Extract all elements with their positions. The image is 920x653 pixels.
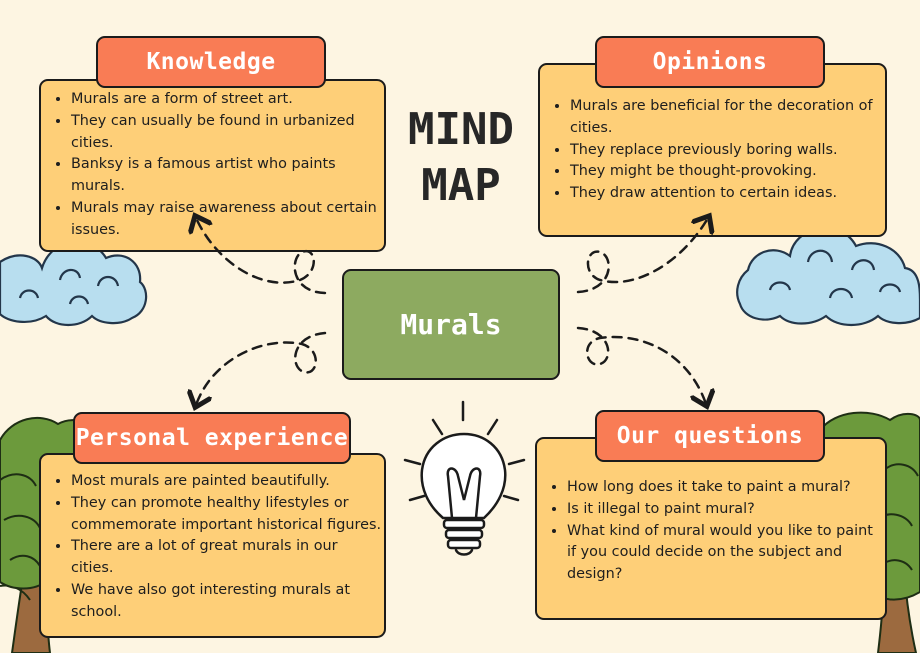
opinions-box: Murals are beneficial for the decoration…: [538, 63, 887, 237]
list-item: They can usually be found in urbanized c…: [71, 111, 384, 155]
list-item: Most murals are painted beautifully.: [71, 471, 384, 493]
personal-experience-list: Most murals are painted beautifully. The…: [41, 471, 384, 624]
questions-title: Our questions: [595, 410, 825, 462]
left-cloud-icon: [0, 240, 148, 327]
personal-experience-box: Most murals are painted beautifully. The…: [39, 453, 386, 638]
list-item: They can promote healthy lifestyles or c…: [71, 493, 384, 537]
list-item: Murals are a form of street art.: [71, 89, 384, 111]
questions-list: How long does it take to paint a mural? …: [537, 477, 885, 586]
list-item: They draw attention to certain ideas.: [570, 183, 885, 205]
list-item: We have also got interesting murals at s…: [71, 580, 384, 624]
questions-box: How long does it take to paint a mural? …: [535, 437, 887, 620]
knowledge-list: Murals are a form of street art. They ca…: [41, 89, 384, 242]
list-item: Banksy is a famous artist who paints mur…: [71, 154, 384, 198]
list-item: There are a lot of great murals in our c…: [71, 536, 384, 580]
list-item: Murals are beneficial for the decoration…: [570, 96, 885, 140]
list-item: Is it illegal to paint mural?: [567, 499, 885, 521]
list-item: What kind of mural would you like to pai…: [567, 521, 885, 586]
knowledge-box: Murals are a form of street art. They ca…: [39, 79, 386, 252]
knowledge-title: Knowledge: [96, 36, 326, 88]
list-item: How long does it take to paint a mural?: [567, 477, 885, 499]
center-topic: Murals: [342, 269, 560, 380]
title-line-1: MIND: [408, 104, 514, 155]
right-cloud-icon: [736, 226, 920, 327]
list-item: Murals may raise awareness about certain…: [71, 198, 384, 242]
title-line-2: MAP: [421, 160, 501, 211]
list-item: They might be thought-provoking.: [570, 161, 885, 183]
list-item: They replace previously boring walls.: [570, 140, 885, 162]
personal-experience-title: Personal experience: [73, 412, 351, 464]
opinions-title: Opinions: [595, 36, 825, 88]
opinions-list: Murals are beneficial for the decoration…: [540, 96, 885, 205]
